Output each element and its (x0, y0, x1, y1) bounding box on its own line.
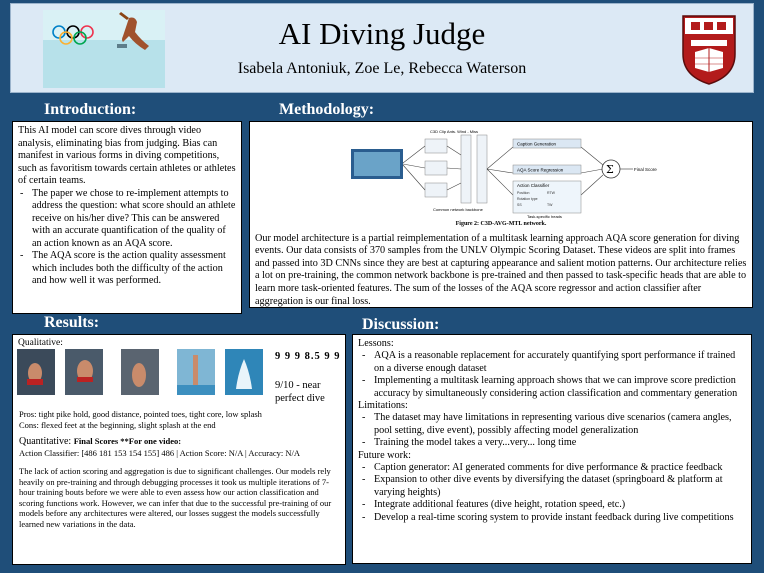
intro-paragraph: This AI model can score dives through vi… (18, 125, 236, 186)
dive-frame-thumbnail (65, 349, 103, 395)
diver-silhouette-icon (117, 12, 149, 50)
fig-class-label: Rotation type (517, 197, 538, 201)
fig-heads-label: Task-specific heads (527, 214, 562, 219)
dive-frame-thumbnail (225, 349, 263, 395)
future-work-label: Future work: (358, 449, 411, 461)
poster-title: AI Diving Judge (278, 16, 486, 51)
fig-final-label: Final Score (634, 167, 657, 172)
fig-top-label: C3D Clip Ants. Wind - Miss (430, 129, 478, 134)
methodology-heading: Methodology: (279, 101, 375, 118)
list-item: Caption generator: AI generated comments… (358, 462, 746, 475)
limitations-label: Limitations: (358, 400, 408, 412)
dive-frame-thumbnail (17, 349, 55, 395)
fig-caption-gen-label: Caption Generation (517, 142, 557, 147)
intro-bullets: The paper we chose to re-implement attem… (18, 188, 236, 288)
methodology-panel: C3D Clip Ants. Wind - Miss Caption Gener… (249, 121, 753, 308)
svg-text:Σ: Σ (606, 163, 614, 176)
list-item: Expansion to other dive events by divers… (358, 474, 746, 499)
list-item: The AQA score is the action quality asse… (18, 250, 236, 288)
future-work-list: Caption generator: AI generated comments… (358, 462, 746, 524)
introduction-heading: Introduction: (44, 101, 137, 118)
methodology-paragraph: Our model architecture is a partial reim… (255, 232, 747, 307)
list-item: Training the model takes a very...very..… (358, 437, 746, 450)
poster-header: AI Diving Judge Isabela Antoniuk, Zoe Le… (10, 3, 754, 93)
fig-class-label: SS (517, 203, 522, 207)
pros-text: Pros: tight pike hold, good distance, po… (19, 409, 262, 419)
introduction-panel: This AI model can score dives through vi… (12, 121, 242, 314)
olympic-diver-image (43, 10, 165, 88)
lessons-list: AQA is a reasonable replacement for accu… (358, 350, 746, 400)
poster-authors: Isabela Antoniuk, Zoe Le, Rebecca Waters… (237, 60, 527, 77)
score-summary: 9/10 - near perfect dive (275, 380, 325, 404)
results-details: Pros: tight pike hold, good distance, po… (19, 409, 339, 529)
fig-class-label: Position (517, 191, 530, 195)
quantitative-line: Action Classifier: [486 181 153 154 155]… (19, 447, 301, 458)
list-item: Implementing a multitask learning approa… (358, 375, 746, 400)
quantitative-row: Quantitative: Final Scores **For one vid… (19, 436, 339, 448)
list-item: Integrate additional features (dive heig… (358, 499, 746, 512)
fig-backbone-label: Common network backbone (433, 207, 484, 212)
list-item: AQA is a reasonable replacement for accu… (358, 350, 746, 375)
discussion-heading: Discussion: (362, 316, 440, 333)
quantitative-label: Quantitative: (19, 436, 72, 447)
dive-frame-thumbnail (177, 349, 215, 395)
list-item: The paper we chose to re-implement attem… (18, 188, 236, 251)
list-item: The dataset may have limitations in repr… (358, 412, 746, 437)
judge-scores-strip: 9 9 9 8.5 9 9 (275, 351, 341, 362)
dive-frames-strip (17, 349, 263, 397)
brown-university-shield-icon (679, 12, 739, 86)
results-paragraph: The lack of action scoring and aggregati… (19, 466, 332, 529)
network-architecture-figure: C3D Clip Ants. Wind - Miss Caption Gener… (255, 125, 747, 220)
fig-aqa-label: AQA Score Regression (517, 168, 564, 173)
limitations-list: The dataset may have limitations in repr… (358, 412, 746, 450)
discussion-panel: Lessons: AQA is a reasonable replacement… (352, 334, 752, 564)
results-panel: Qualitative: 9 9 9 8.5 9 9 9/10 - near p… (12, 334, 346, 565)
qualitative-label: Qualitative: (18, 338, 63, 348)
fig-class-label: TW (547, 203, 553, 207)
dive-frame-thumbnail (121, 349, 159, 395)
olympic-rings-icon (52, 25, 94, 45)
quantitative-note: Final Scores **For one video: (73, 436, 182, 446)
lessons-label: Lessons: (358, 338, 394, 349)
fig-action-label: Action Classifier (517, 183, 550, 188)
cons-text: Cons: flexed feet at the beginning, slig… (19, 419, 216, 430)
fig-class-label: RTW (547, 191, 556, 195)
results-heading: Results: (44, 314, 100, 331)
figure-caption: Figure 2: C3D-AVG-MTL network. (455, 221, 547, 227)
list-item: Develop a real-time scoring system to pr… (358, 512, 746, 525)
